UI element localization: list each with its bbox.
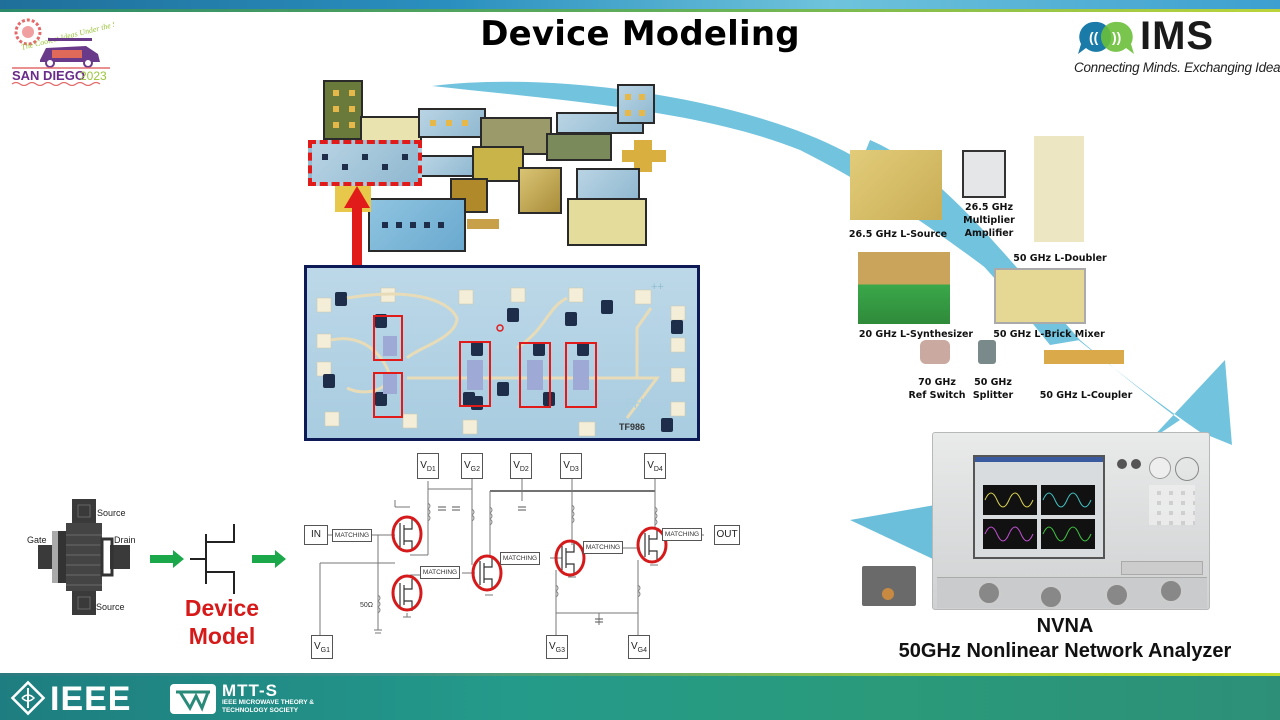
svg-text:((: (( xyxy=(1089,29,1099,45)
arrow-right-icon xyxy=(252,550,286,568)
supply-label-vg2: VG2 xyxy=(461,453,483,479)
footer-accent xyxy=(0,673,1280,678)
mtt-s-logo: MTT-S xyxy=(222,681,278,700)
woody-car-icon xyxy=(40,38,100,68)
arrow-right-icon xyxy=(150,550,184,568)
component-label: 50 GHz L-Coupler xyxy=(1039,390,1133,401)
ims-logo: (( )) IMS Connecting Minds. Exchanging I… xyxy=(1074,14,1280,80)
svg-text:)): )) xyxy=(1112,29,1121,45)
supply-label-vd4: VD4 xyxy=(644,453,666,479)
top-banner-accent xyxy=(0,9,1280,12)
transistor-highlight-circle xyxy=(636,526,668,564)
mmic-chip-image xyxy=(368,198,466,252)
transistor-highlight-circle xyxy=(391,515,423,553)
output-port: OUT xyxy=(714,525,740,545)
transistor-highlight xyxy=(373,315,403,361)
slide-title: Device Modeling xyxy=(480,14,800,54)
mmic-chip-image xyxy=(323,80,363,140)
source-top-label: Source xyxy=(97,508,126,518)
transistor-highlight-circle xyxy=(391,574,423,612)
device-model-caption: Device Model xyxy=(160,594,284,650)
matching-network: MATCHING xyxy=(420,566,460,579)
component-photo-l-brick-mixer xyxy=(994,268,1086,324)
bias-label-vg1: VG1 xyxy=(311,635,333,659)
drain-label: Drain xyxy=(114,535,136,545)
resistor-label: 50Ω xyxy=(360,602,374,609)
component-label: 26.5 GHz L-Source xyxy=(848,229,948,240)
transistor-highlight-circle xyxy=(471,554,503,592)
transistor-highlight xyxy=(565,342,597,408)
nvna-screen xyxy=(973,455,1105,559)
component-photo-multiplier xyxy=(962,150,1006,198)
logo-city: SAN DIEGO xyxy=(12,68,85,83)
component-photo-ref-switch xyxy=(920,340,950,364)
transistor-highlight-circle xyxy=(554,539,586,577)
mmic-chip-image xyxy=(420,155,478,177)
ims-wordmark: IMS xyxy=(1140,14,1215,58)
input-port: IN xyxy=(304,525,328,545)
component-photo-l-doubler xyxy=(1034,136,1084,242)
component-photo-splitter xyxy=(978,340,996,364)
source-bottom-label: Source xyxy=(96,602,125,612)
device-model-caption-line: Model xyxy=(188,623,256,649)
ims-2023-san-diego-logo: The Coolest Ideas Under the Sun SAN DIEG… xyxy=(8,16,125,87)
logo-year: 2023 xyxy=(80,69,107,83)
fet-symbol xyxy=(190,524,235,594)
zoom-arrow-up-icon xyxy=(344,186,370,208)
component-label: 20 GHz L-Synthesizer xyxy=(858,329,974,340)
component-photo-l-synthesizer xyxy=(858,252,950,324)
mmic-chip-image xyxy=(617,84,655,124)
mmic-chip-image xyxy=(472,146,524,182)
ieee-diamond-icon xyxy=(10,680,46,716)
gate-label: Gate xyxy=(27,535,47,545)
supply-label-vd1: VD1 xyxy=(417,453,439,479)
supply-label-vd3: VD3 xyxy=(560,453,582,479)
component-label: 50 GHz L-Brick Mixer xyxy=(993,329,1105,340)
sun-icon xyxy=(14,18,42,46)
matching-network: MATCHING xyxy=(332,529,372,542)
bias-label-vg4: VG4 xyxy=(628,635,650,659)
logo-tagline: The Coolest Ideas Under the Sun xyxy=(20,18,114,52)
svg-text:FH: FH xyxy=(625,395,644,411)
mmic-chip-image xyxy=(418,108,486,138)
transistor-highlight xyxy=(459,341,491,407)
component-label: 50 GHz L-Doubler xyxy=(1013,253,1107,264)
mmic-chip-image xyxy=(518,167,562,214)
zoom-arrow-shaft xyxy=(352,205,362,265)
device-model-caption-line: Device xyxy=(184,595,260,621)
nvna-description: 50GHz Nonlinear Network Analyzer xyxy=(898,640,1232,662)
ims-tagline: Connecting Minds. Exchanging Ideas. xyxy=(1074,60,1280,75)
mtt-s-subtitle: IEEE MICROWAVE THEORY & TECHNOLOGY SOCIE… xyxy=(222,699,314,714)
matching-network: MATCHING xyxy=(583,541,623,554)
mmic-die-photo: ++ FH TF986 xyxy=(304,265,700,441)
mmic-chip-image xyxy=(622,140,666,172)
die-marking: TF986 xyxy=(619,422,646,432)
matching-network: MATCHING xyxy=(662,528,702,541)
nvna-probe-module xyxy=(862,566,916,606)
mmic-chip-image xyxy=(567,198,647,246)
bias-label-vg3: VG3 xyxy=(546,635,568,659)
mmic-chip-image xyxy=(467,219,499,229)
transistor-highlight xyxy=(519,342,551,408)
mtt-s-emblem-icon xyxy=(170,684,216,714)
nvna-name: NVNA xyxy=(1036,615,1094,637)
component-photo-l-source xyxy=(850,150,942,220)
ieee-logo: IEEE xyxy=(50,680,132,718)
svg-text:++: ++ xyxy=(651,281,664,293)
component-photo-l-coupler xyxy=(1044,350,1124,364)
transistor-highlight xyxy=(373,372,403,418)
selected-mmic-chip xyxy=(308,140,422,186)
nvna-caption: NVNA 50GHz Nonlinear Network Analyzer xyxy=(850,614,1280,664)
nvna-instrument-photo xyxy=(932,432,1210,610)
speech-bubbles-icon: (( )) xyxy=(1078,21,1134,54)
mmic-chip-image xyxy=(546,133,612,161)
matching-network: MATCHING xyxy=(500,552,540,565)
supply-label-vd2: VD2 xyxy=(510,453,532,479)
